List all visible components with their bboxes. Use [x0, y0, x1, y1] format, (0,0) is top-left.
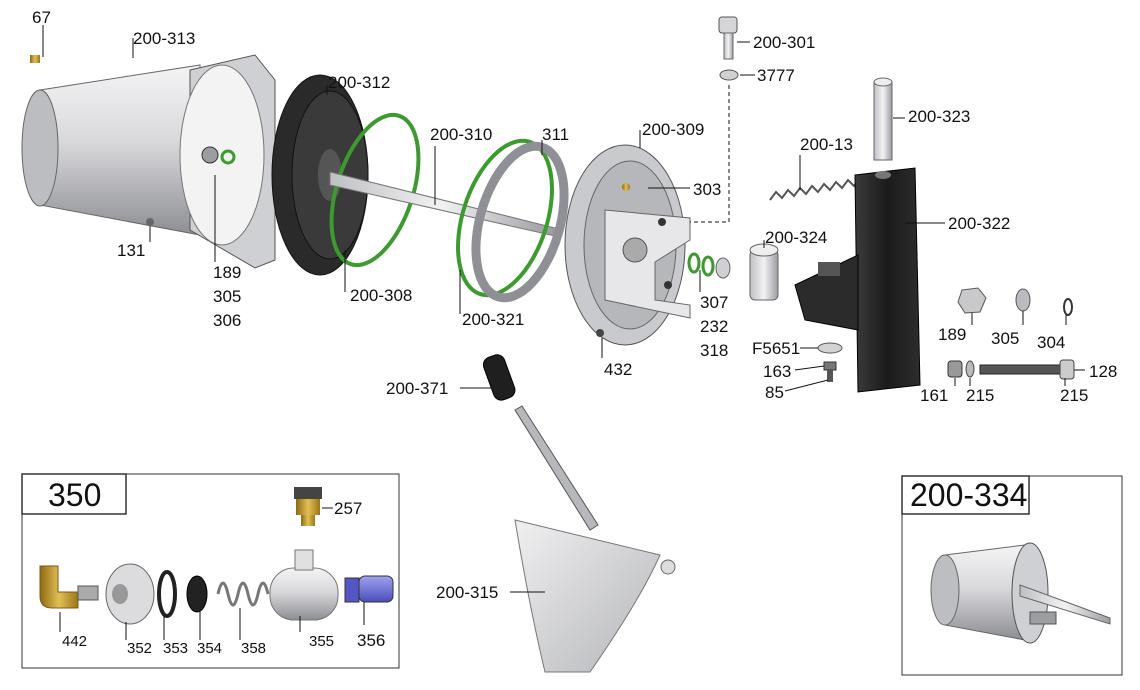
callout-215-left: 215: [966, 386, 994, 405]
fitting-257: [294, 487, 322, 526]
pin-200-323: [873, 77, 893, 161]
callout-355: 355: [309, 633, 334, 650]
callout-3777: 3777: [757, 66, 795, 85]
callout-311: 311: [542, 125, 569, 144]
callout-318: 318: [700, 341, 728, 360]
callout-200-309: 200-309: [642, 120, 704, 139]
fitting-356: [344, 575, 394, 603]
callout-442: 442: [62, 633, 87, 650]
end-plate-200-309: [564, 144, 691, 346]
callout-232: 232: [700, 317, 728, 336]
callout-305-right: 305: [991, 329, 1019, 348]
bracket-200-322: [794, 167, 921, 393]
ring-311: [471, 141, 569, 303]
callout-257: 257: [334, 499, 362, 518]
bolt-128: [979, 359, 1075, 380]
nut-161: [947, 360, 963, 378]
washer-305: [1015, 288, 1031, 312]
inset-350: 350 257 442 352 353 354: [21, 473, 400, 669]
callout-200-321: 200-321: [462, 310, 524, 329]
callout-200-324: 200-324: [765, 228, 827, 247]
callout-358: 358: [241, 640, 266, 657]
inset-200-334-title: 200-334: [910, 477, 1027, 513]
callout-215-right: 215: [1060, 386, 1088, 405]
callout-200-371: 200-371: [386, 379, 448, 398]
callout-304: 304: [1037, 333, 1065, 352]
callout-85: 85: [765, 383, 784, 402]
sleeve-200-324: [749, 243, 779, 301]
callout-353: 353: [163, 640, 188, 657]
bolt-200-301: [718, 16, 738, 60]
spring-200-13: [769, 176, 867, 201]
callout-200-13: 200-13: [800, 135, 853, 154]
callout-161: 161: [920, 386, 948, 405]
callout-189-right: 189: [938, 325, 966, 344]
washer-F5651: [817, 342, 843, 354]
lever-arm: [514, 405, 599, 531]
callout-200-313: 200-313: [133, 29, 195, 48]
seal-354: [186, 575, 208, 613]
nut-352: [105, 563, 155, 625]
piston-200-312: [271, 74, 369, 276]
callout-200-322: 200-322: [948, 214, 1010, 233]
handle-200-371: [482, 354, 516, 401]
callout-200-315: 200-315: [436, 583, 498, 602]
washer-353: [157, 570, 177, 618]
spring-358: [216, 581, 270, 607]
inset-200-334: 200-334: [901, 475, 1123, 676]
callout-356: 356: [357, 631, 385, 650]
callout-432: 432: [604, 360, 632, 379]
washer-215: [965, 360, 975, 378]
callout-200-310: 200-310: [430, 125, 492, 144]
callout-189-left: 189: [213, 263, 241, 282]
nut-189: [957, 287, 987, 314]
callout-303: 303: [693, 180, 721, 199]
assembled-actuator: [930, 542, 1111, 644]
callout-354: 354: [197, 640, 222, 657]
ring-304: [1063, 298, 1073, 316]
callout-200-301: 200-301: [753, 33, 815, 52]
callout-200-323: 200-323: [908, 107, 970, 126]
screw-163: [823, 361, 837, 382]
o-ring-200-321: [456, 138, 554, 298]
callout-163: 163: [763, 362, 791, 381]
callout-305-left: 305: [213, 287, 241, 306]
cylinder-200-313: [21, 54, 276, 269]
valve-body-355: [269, 549, 339, 621]
elbow-442: [39, 565, 99, 609]
seal-set-307: [687, 252, 731, 279]
paddle-200-315: [514, 519, 676, 673]
callout-131: 131: [117, 241, 145, 260]
callout-352: 352: [127, 640, 152, 657]
inset-350-title: 350: [48, 477, 101, 513]
washer-3777: [719, 69, 739, 81]
callout-128: 128: [1089, 362, 1117, 381]
callout-307: 307: [700, 293, 728, 312]
leader-lines: [42, 25, 1085, 593]
callout-200-312: 200-312: [328, 73, 390, 92]
callout-200-308: 200-308: [350, 286, 412, 305]
callout-306: 306: [213, 311, 241, 330]
callout-F5651: F5651: [752, 339, 800, 358]
callout-67: 67: [32, 8, 51, 27]
